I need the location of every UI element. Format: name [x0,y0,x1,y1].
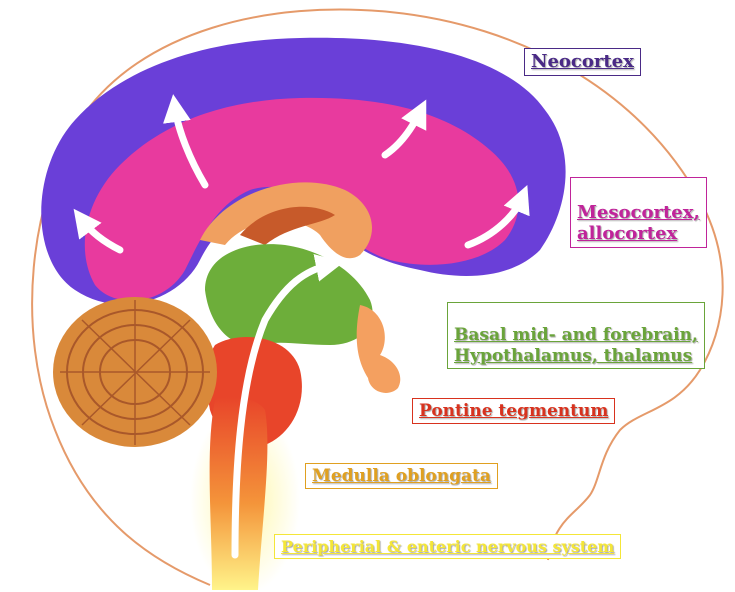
label-medulla-text: Medulla oblongata [312,466,491,486]
label-peripheral: Peripherial & enteric nervous system [274,534,621,559]
label-neocortex: Neocortex [524,48,641,76]
label-basal-text: Basal mid- and forebrain, Hypothalamus, … [454,325,698,365]
label-peripheral-text: Peripherial & enteric nervous system [281,537,614,556]
label-medulla: Medulla oblongata [305,463,498,489]
pituitary [357,305,401,393]
label-neocortex-text: Neocortex [531,51,634,72]
label-basal: Basal mid- and forebrain, Hypothalamus, … [447,302,705,369]
label-pontine: Pontine tegmentum [412,398,615,424]
cerebellum [53,297,217,447]
label-mesocortex: Mesocortex, allocortex [570,177,707,248]
basal-region [205,244,373,346]
label-pontine-text: Pontine tegmentum [419,401,608,421]
label-mesocortex-text: Mesocortex, allocortex [577,202,700,245]
